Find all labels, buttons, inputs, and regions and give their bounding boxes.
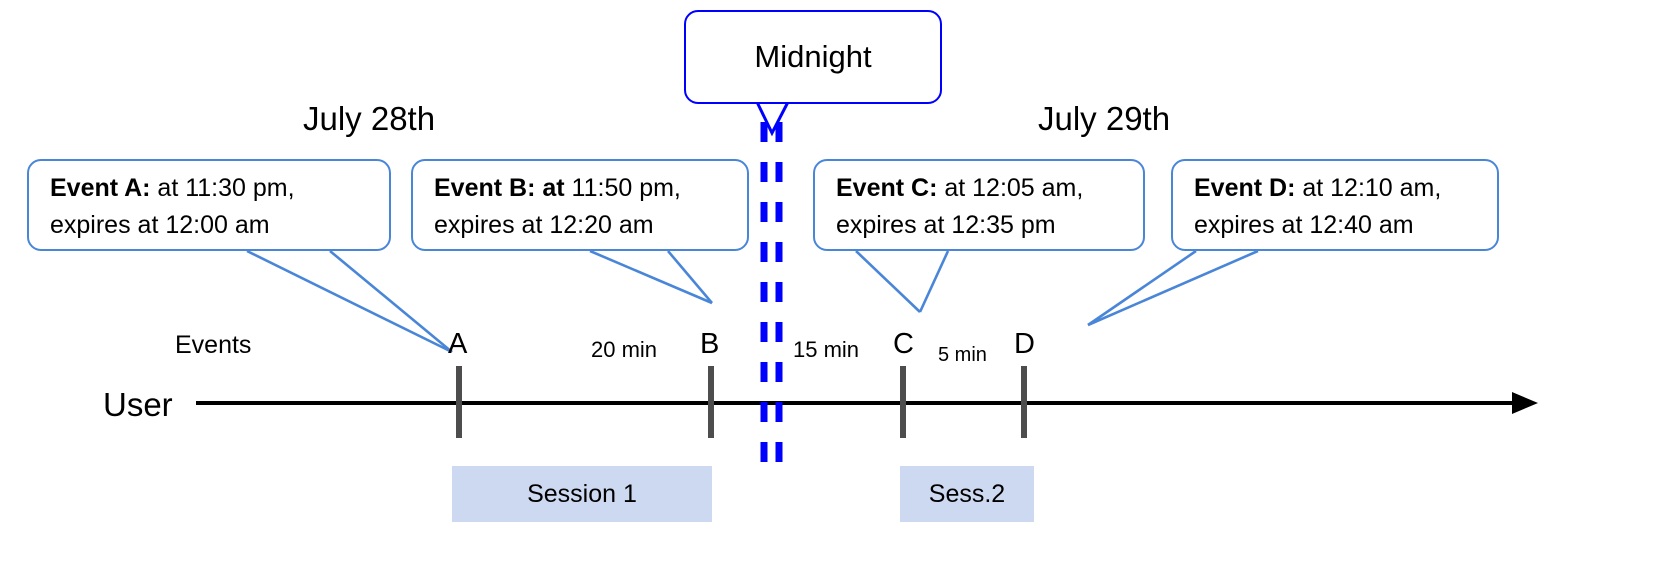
session-2-label: Sess.2 <box>928 479 1006 508</box>
leader-line-d <box>1087 249 1197 327</box>
tick-label-d: D <box>1014 328 1035 360</box>
callout-b-line2: expires at 12:20 am <box>434 211 654 239</box>
callout-c-line2: expires at 12:35 pm <box>836 211 1056 239</box>
leader-line-a <box>246 249 453 354</box>
callout-a-line1: Event A: at 11:30 pm, <box>50 170 389 207</box>
leader-line-b <box>589 249 713 305</box>
leader-line-a2 <box>329 249 453 354</box>
callout-a-line2: expires at 12:00 am <box>50 211 270 239</box>
callout-c-rest: at 12:05 am, <box>937 174 1084 202</box>
callout-a-rest: at 11:30 pm, <box>150 174 295 202</box>
timeline-axis <box>196 392 1538 414</box>
leader-line-c <box>855 250 921 313</box>
gap-label-ab: 20 min <box>591 337 658 362</box>
callout-d-line1: Event D: at 12:10 am, <box>1194 170 1497 207</box>
leader-line-c2 <box>918 250 950 313</box>
callout-b-rest: 11:50 pm, <box>564 174 681 202</box>
gap-label-cd: 5 min <box>938 344 987 366</box>
tick-label-c: C <box>893 328 914 360</box>
callout-c-bold: Event C: <box>836 174 938 202</box>
leader-line-b2 <box>667 250 713 304</box>
lane-label-user: User <box>103 386 173 423</box>
midnight-label: Midnight <box>754 39 872 74</box>
session-bar-2: Sess.2 <box>900 466 1034 522</box>
date-heading-right: July 29th <box>1038 100 1171 137</box>
session-bar-1: Session 1 <box>452 466 712 522</box>
callout-event-a: Event A: at 11:30 pm, expires at 12:00 a… <box>27 159 391 251</box>
tick-label-b: B <box>700 328 720 360</box>
date-heading-left: July 28th <box>303 100 436 137</box>
callout-c-line1: Event C: at 12:05 am, <box>836 170 1143 207</box>
callout-b-line1: Event B: at 11:50 pm, <box>434 170 747 207</box>
midnight-divider <box>760 122 783 478</box>
tick-label-a: A <box>448 328 468 360</box>
midnight-callout-tail <box>755 101 790 137</box>
callout-event-b: Event B: at 11:50 pm, expires at 12:20 a… <box>411 159 749 251</box>
callout-a-bold: Event A: <box>50 174 151 202</box>
callout-d-rest: at 12:10 am, <box>1295 174 1442 202</box>
callout-leader-lines <box>246 249 1259 354</box>
callout-event-d: Event D: at 12:10 am, expires at 12:40 a… <box>1171 159 1499 251</box>
leader-line-d2 <box>1087 249 1259 327</box>
lane-label-events: Events <box>175 331 252 359</box>
callout-d-bold: Event D: <box>1194 174 1296 202</box>
callout-event-c: Event C: at 12:05 am, expires at 12:35 p… <box>813 159 1145 251</box>
callout-d-line2: expires at 12:40 am <box>1194 211 1414 239</box>
midnight-callout: Midnight <box>684 10 942 104</box>
event-ticks <box>456 366 1027 438</box>
gap-label-bc: 15 min <box>793 337 860 362</box>
callout-b-bold: Event B: at <box>434 174 565 202</box>
session-1-label: Session 1 <box>527 479 637 508</box>
